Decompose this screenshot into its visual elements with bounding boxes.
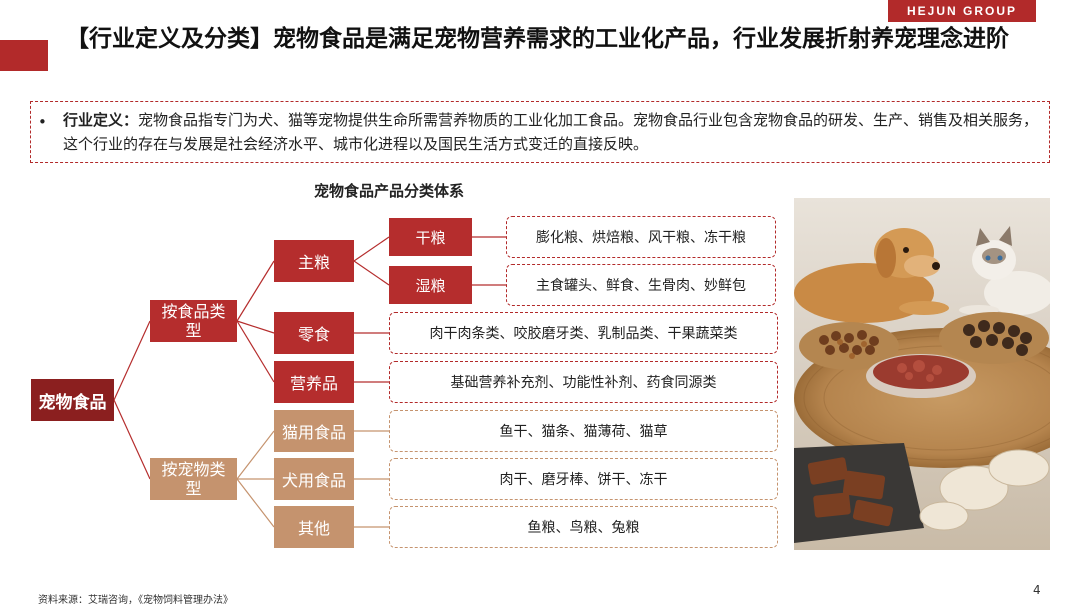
detail-nutrition: 基础营养补充剂、功能性补剂、药食同源类 [389, 361, 778, 403]
title-accent-bar [0, 40, 48, 71]
page-number: 4 [1033, 583, 1041, 597]
tree-root-pet-food: 宠物食品 [31, 379, 114, 421]
detail-other-food: 鱼粮、鸟粮、兔粮 [389, 506, 778, 548]
diagram-title: 宠物食品产品分类体系 [314, 182, 465, 200]
source-note: 资料来源：艾瑞咨询，《宠物饲料管理办法》 [38, 595, 233, 606]
detail-wet-food: 主食罐头、鲜食、生骨肉、妙鲜包 [506, 264, 776, 306]
definition-text: 行业定义：宠物食品指专门为犬、猫等宠物提供生命所需营养物质的工业化加工食品。宠物… [63, 108, 1041, 156]
node-cat-food: 猫用食品 [274, 410, 354, 452]
detail-dog-food: 肉干、磨牙棒、饼干、冻干 [389, 458, 778, 500]
definition-label: 行业定义： [63, 111, 139, 129]
detail-dry-food: 膨化粮、烘焙粮、风干粮、冻干粮 [506, 216, 776, 258]
cat-illustration [959, 226, 1050, 315]
node-nutrition: 营养品 [274, 361, 354, 403]
definition-bullet: • [38, 113, 47, 131]
definition-box [30, 101, 1050, 163]
node-dog-food: 犬用食品 [274, 458, 354, 500]
node-snacks: 零食 [274, 312, 354, 354]
definition-body: 宠物食品指专门为犬、猫等宠物提供生命所需营养物质的工业化加工食品。宠物食品行业包… [63, 111, 1039, 153]
dog-illustration [794, 228, 949, 323]
pet-food-photo [794, 198, 1050, 550]
node-by-pet-type: 按宠物类型 [150, 458, 237, 500]
node-dry-food: 干粮 [389, 218, 472, 256]
node-other-food: 其他 [274, 506, 354, 548]
node-wet-food: 湿粮 [389, 266, 472, 304]
detail-snacks: 肉干肉条类、咬胶磨牙类、乳制品类、干果蔬菜类 [389, 312, 778, 354]
node-by-food-type: 按食品类型 [150, 300, 237, 342]
detail-cat-food: 鱼干、猫条、猫薄荷、猫草 [389, 410, 778, 452]
node-main-food: 主粮 [274, 240, 354, 282]
brand-badge: HEJUN GROUP [888, 0, 1036, 22]
page-title: 【行业定义及分类】宠物食品是满足宠物营养需求的工业化产品，行业发展折射养宠理念进… [66, 26, 1009, 52]
